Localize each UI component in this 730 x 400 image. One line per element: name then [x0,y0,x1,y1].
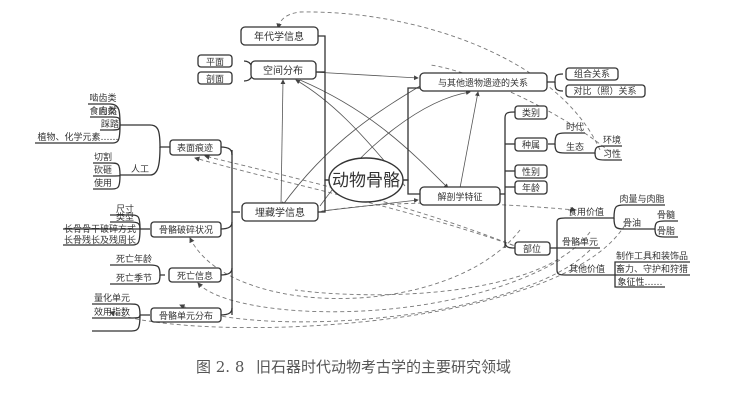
label-natural-0: 啮齿类 [89,92,116,104]
label-other-2: 象征性…… [617,276,662,288]
link-spatial-relation [312,71,419,81]
label-bone-unit: 骨骼单元 [562,236,598,248]
node-label: 死亡信息 [177,270,213,282]
node-sex[interactable]: 性别 [514,164,548,179]
label-artificial-0: 切割 [94,151,112,163]
tree-connectors [35,35,690,332]
dashed-link-age-breakage [189,229,521,299]
dashed-link-environment-chronology [276,11,601,151]
node-label: 骨骼单元分布 [159,310,213,322]
node-category[interactable]: 类别 [514,105,548,120]
node-spatial-section[interactable]: 剖面 [197,71,233,85]
dashed-link-unit-dist [179,249,591,323]
link-burial-spatial [280,79,286,206]
node-label: 剖面 [206,73,224,85]
caption-title: 旧石器时代动物考古学的主要研究领域 [256,358,511,376]
center-label: 动物骨骼 [332,171,400,191]
node-species[interactable]: 种属 [514,137,548,152]
dashed-link-relation-environment [429,64,611,153]
node-relation-combo[interactable]: 组合关系 [565,67,619,81]
label-breakage-0: 尺寸 [116,203,134,215]
label-other-value: 其他价值 [569,263,605,275]
label-natural: 自然 [99,105,117,117]
label-food-value: 食用价值 [568,206,604,218]
node-relation[interactable]: 与其他遗物遗迹的关系 [419,72,548,92]
label-unit-1: 效用指数 [94,306,130,318]
dashed-link-oil-unit [109,224,626,329]
node-death[interactable]: 死亡信息 [168,267,222,283]
label-natural-2: 踩踏 [101,118,119,130]
label-ecology: 生态 [566,141,584,153]
label-breakage-3: 长骨残长及残周长 [64,234,136,246]
label-environment: 环境 [603,134,621,146]
node-label: 表面痕迹 [177,142,213,154]
node-label: 年龄 [522,182,540,194]
dashed-link-part-death [197,259,561,313]
node-spatial[interactable]: 空间分布 [250,60,317,80]
link-relation-burial [281,79,431,207]
label-artificial-2: 使用 [94,177,112,189]
label-breakage-1: 类型 [116,211,134,223]
label-other-0: 制作工具和装饰品 [616,250,688,262]
label-habit: 习性 [603,148,621,160]
label-marrow: 骨髓 [657,210,675,221]
node-spatial-plane[interactable]: 平面 [197,54,233,68]
label-death-0: 死亡年龄 [116,253,152,265]
node-label: 种属 [522,139,540,151]
label-unit-0: 量化单元 [94,292,130,304]
link-anatomy-relation [459,91,480,189]
label-natural-3: 植物、化学元素…… [37,131,118,143]
node-label: 平面 [206,57,224,68]
node-label: 埋藏学信息 [255,206,305,219]
leaf-labels: 自然 人工 啮齿类 食肉类 踩踏 植物、化学元素…… 切割 砍砸 使用 尺寸 类… [37,92,688,318]
node-label: 年代学信息 [254,30,304,43]
node-relation-contrast[interactable]: 对比（照）关系 [565,84,646,98]
node-label: 解剖学特征 [437,191,482,203]
node-surface[interactable]: 表面痕迹 [169,139,222,156]
node-label: 骨骼破碎状况 [159,224,213,236]
figure-caption: 图 2. 8 旧石器时代动物考古学的主要研究领域 [196,358,511,376]
label-breakage-2: 长骨骨干破碎方式 [64,223,136,235]
center-node[interactable]: 动物骨骼 [328,157,404,203]
label-era: 时代 [566,121,584,133]
link-burial-anatomy [321,198,419,212]
node-anatomy[interactable]: 解剖学特征 [419,186,501,206]
node-label: 组合关系 [574,68,610,80]
node-breakage[interactable]: 骨骼破碎状况 [150,221,222,238]
node-burial[interactable]: 埋藏学信息 [241,202,319,222]
label-meat-fat: 肉量与肉脂 [619,193,664,205]
label-bone-oil: 骨油 [623,217,641,229]
label-artificial: 人工 [131,164,149,175]
caption-figure-number: 图 2. 8 [196,358,244,376]
label-other-1: 畜力、守护和狩猎 [616,263,688,275]
dashed-link-bone-unit [294,231,591,296]
node-label: 部位 [523,243,541,255]
node-label: 性别 [522,166,540,178]
node-label: 类别 [522,107,540,119]
node-label: 对比（照）关系 [573,85,636,97]
node-label: 空间分布 [263,64,303,77]
label-death-1: 死亡季节 [116,272,152,284]
node-label: 与其他遗物遗迹的关系 [438,77,528,89]
label-artificial-1: 砍砸 [94,164,112,176]
node-chronology[interactable]: 年代学信息 [240,26,319,46]
label-bone-fat: 骨脂 [657,225,675,237]
node-part[interactable]: 部位 [514,241,551,256]
node-age[interactable]: 年龄 [514,180,548,195]
label-natural-1: 食肉类 [89,105,116,117]
node-unit-dist[interactable]: 骨骼单元分布 [150,307,222,323]
link-spatial-anatomy [299,79,449,189]
